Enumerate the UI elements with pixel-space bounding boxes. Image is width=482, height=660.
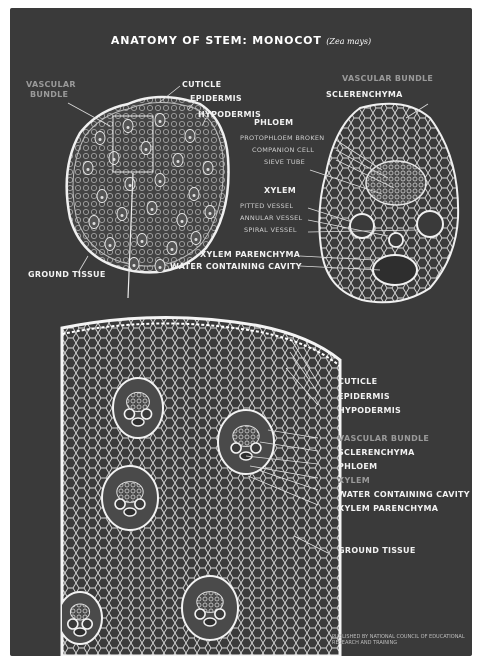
- detail-section: [58, 317, 340, 656]
- label-xylem-parenchyma: XYLEM PARENCHYMA: [200, 250, 300, 259]
- ts-bundle-core: [159, 180, 162, 183]
- detail-bundle-vessel: [142, 409, 152, 419]
- label-vascular-bundle-left-2: BUNDLE: [30, 90, 68, 99]
- chart-title: ANATOMY OF STEM: MONOCOT (Zea mays): [10, 34, 472, 47]
- ts-bundle-core: [159, 266, 162, 269]
- ts-bundle-core: [109, 244, 112, 247]
- title-main: ANATOMY OF STEM: MONOCOT: [111, 34, 322, 47]
- ts-outline: [67, 97, 229, 272]
- detail-label-phloem: PHLOEM: [338, 462, 377, 471]
- detail-bundle-vessel: [215, 609, 225, 619]
- vb-vessel-left: [350, 214, 374, 238]
- label-vascular-bundle-right: VASCULAR BUNDLE: [342, 74, 433, 83]
- stem-illustration: [10, 8, 472, 656]
- ts-bundle-core: [177, 160, 180, 163]
- label-vascular-bundle-left-1: VASCULAR: [26, 80, 76, 89]
- detail-label-xylem-parenchyma: XYLEM PARENCHYMA: [338, 504, 438, 513]
- label-hypodermis: HYPODERMIS: [198, 110, 261, 119]
- ts-bundle-core: [141, 240, 144, 243]
- ts-bundle-core: [171, 248, 174, 251]
- label-pitted-vessel: PITTED VESSEL: [240, 202, 293, 210]
- title-species: (Zea mays): [326, 37, 371, 46]
- detail-label-sclerenchyma: SCLERENCHYMA: [338, 448, 415, 457]
- ts-bundle-core: [193, 194, 196, 197]
- detail-label-hypodermis: HYPODERMIS: [338, 406, 401, 415]
- detail-bundle-cavity: [132, 418, 144, 426]
- publisher-note: PUBLISHED BY NATIONAL COUNCIL OF EDUCATI…: [332, 634, 465, 646]
- label-cuticle: CUTICLE: [182, 80, 221, 89]
- label-protophloem-broken: PROTOPHLOEM BROKEN: [240, 134, 324, 142]
- label-xylem: XYLEM: [264, 186, 296, 195]
- ts-bundle-core: [127, 126, 130, 129]
- detail-bundle-vessel: [68, 619, 78, 629]
- vb-phloem-region: [366, 161, 426, 205]
- label-epidermis: EPIDERMIS: [190, 94, 242, 103]
- detail-label-water-containing-cavity: WATER CONTAINING CAVITY: [338, 490, 470, 499]
- ts-bundle-core: [181, 220, 184, 223]
- label-phloem: PHLOEM: [254, 118, 293, 127]
- ts-bundle-core: [87, 168, 90, 171]
- ts-bundle-core: [133, 264, 136, 267]
- detail-bundle-cavity: [124, 508, 136, 516]
- label-sieve-tube: SIEVE TUBE: [264, 158, 305, 166]
- detail-bundle-vessel: [124, 409, 134, 419]
- detail-label-epidermis: EPIDERMIS: [338, 392, 390, 401]
- ts-bundle-core: [159, 120, 162, 123]
- ts-bundle-core: [121, 214, 124, 217]
- chart-board: ANATOMY OF STEM: MONOCOT (Zea mays) VASC…: [10, 8, 472, 656]
- ts-bundle-core: [195, 238, 198, 241]
- detail-bundle-cavity: [204, 618, 216, 626]
- detail-label-vascular-bundle: VASCULAR BUNDLE: [338, 434, 429, 443]
- detail-bundle-vessel: [82, 619, 92, 629]
- vb-vessel-right: [417, 211, 443, 237]
- detail-bundle-vessel: [135, 499, 145, 509]
- detail-bundle-phloem: [70, 604, 89, 620]
- ts-bundle-core: [189, 136, 192, 139]
- label-annular-vessel: ANNULAR VESSEL: [240, 214, 302, 222]
- detail-bundle-vessel: [115, 499, 125, 509]
- detail-bundle-vessel: [195, 609, 205, 619]
- ts-bundle-core: [145, 148, 148, 151]
- label-sclerenchyma: SCLERENCHYMA: [326, 90, 403, 99]
- detail-label-cuticle: CUTICLE: [338, 377, 377, 386]
- publisher-line-2: RESEARCH AND TRAINING: [332, 640, 465, 646]
- label-companion-cell: COMPANION CELL: [252, 146, 314, 154]
- ts-bundle-core: [209, 212, 212, 215]
- ts-bundle-core: [207, 168, 210, 171]
- ts-bundle-core: [129, 184, 132, 187]
- detail-label-xylem: XYLEM: [338, 476, 370, 485]
- label-spiral-vessel: SPIRAL VESSEL: [244, 226, 297, 234]
- ts-bundle-core: [93, 222, 96, 225]
- ts-bundle-core: [151, 208, 154, 211]
- vascular-bundle-enlarged: [319, 104, 458, 303]
- detail-label-ground-tissue: GROUND TISSUE: [338, 546, 416, 555]
- ts-bundle-core: [101, 196, 104, 199]
- label-ground-tissue: GROUND TISSUE: [28, 270, 106, 279]
- detail-bundle-vessel: [251, 443, 261, 453]
- ts-bundle-core: [99, 138, 102, 141]
- label-water-containing-cavity: WATER CONTAINING CAVITY: [170, 262, 302, 271]
- detail-bundle-vessel: [231, 443, 241, 453]
- vb-vessel-small: [389, 233, 403, 247]
- detail-bundle-cavity: [74, 628, 86, 636]
